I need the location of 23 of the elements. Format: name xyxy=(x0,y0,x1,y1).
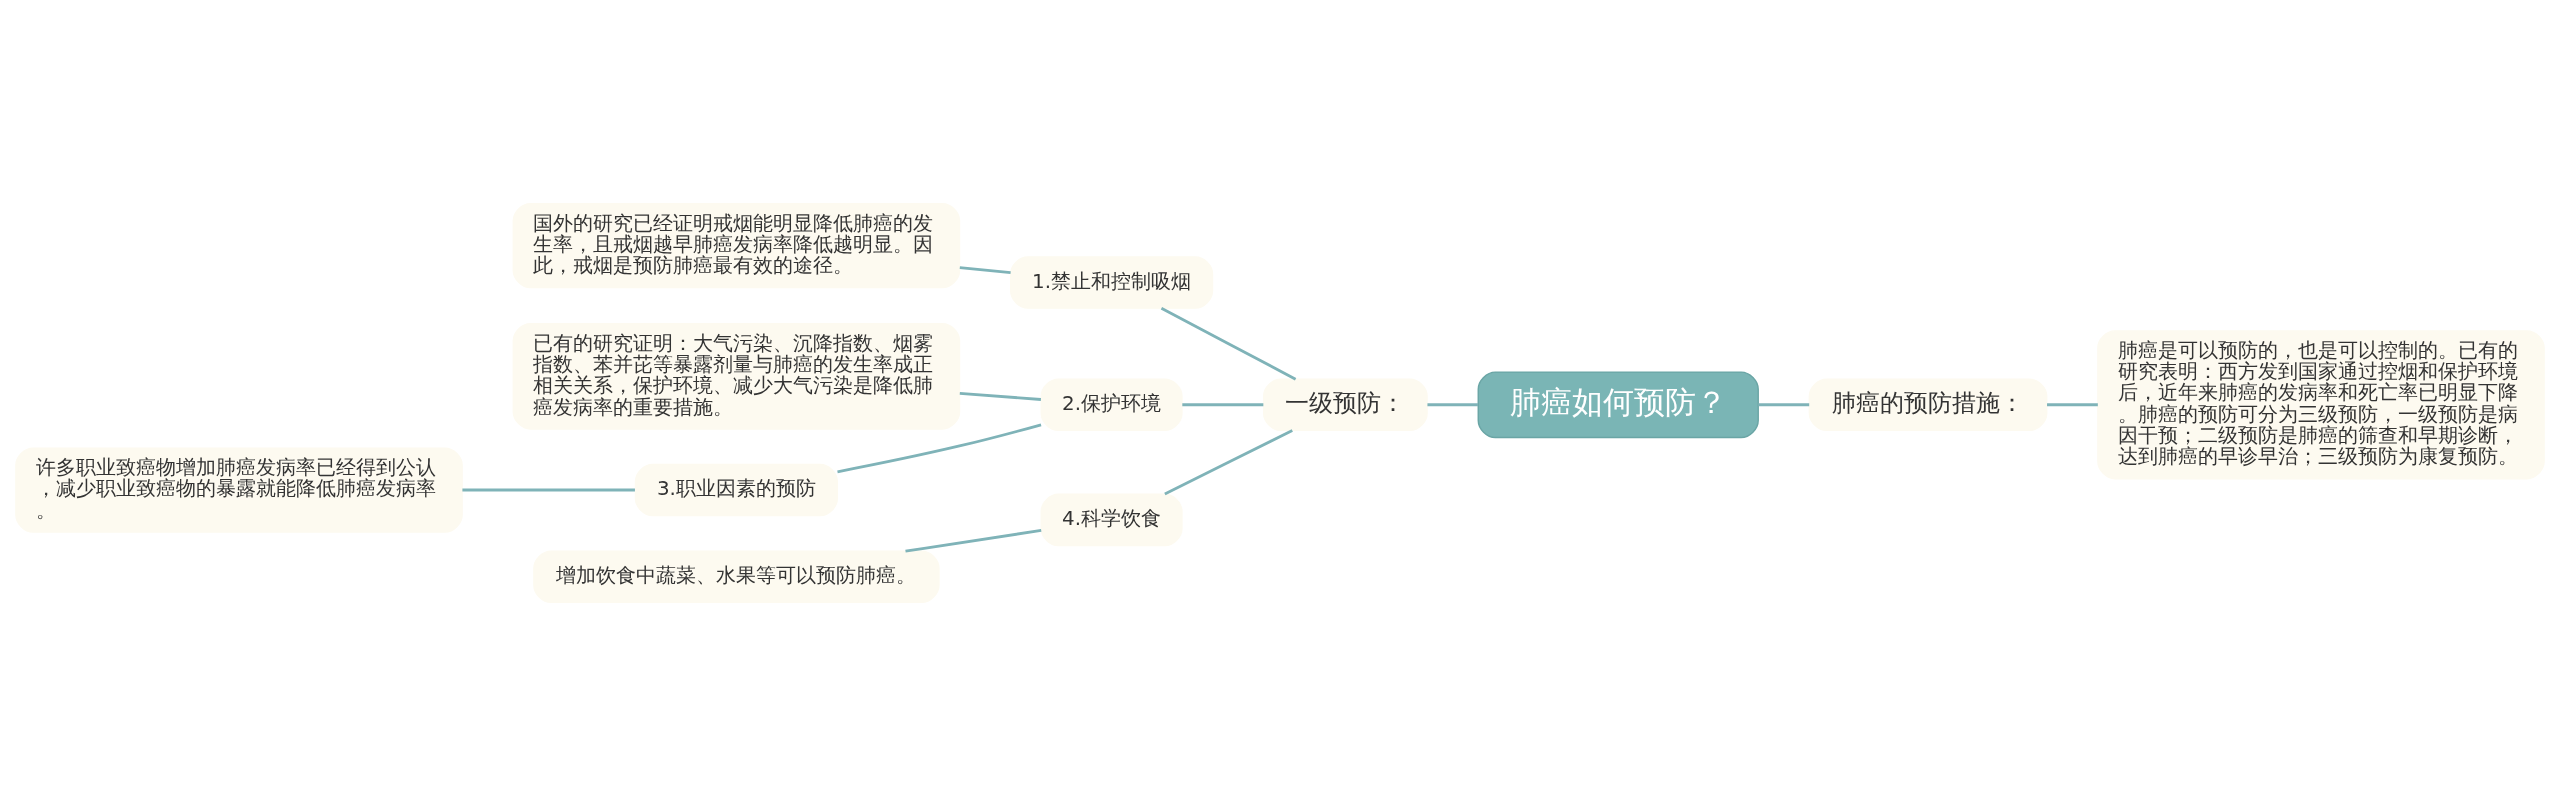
connector xyxy=(837,423,1042,474)
connector xyxy=(959,391,1041,401)
connector xyxy=(1427,403,1478,407)
connector xyxy=(2047,403,2098,407)
node-box: 3.职业因素的预防 xyxy=(634,463,838,517)
connector xyxy=(462,488,635,492)
node-box: 增加饮食中蔬菜、水果等可以预防肺癌。 xyxy=(533,550,940,604)
node-box: 2.保护环境 xyxy=(1040,378,1183,432)
node-box: 4.科学饮食 xyxy=(1040,493,1183,547)
node-box: 肺癌的预防措施： xyxy=(1808,378,2048,432)
connector xyxy=(1160,306,1297,381)
node-box: 国外的研究已经证明戒烟能明显降低肺癌的发生率，且戒烟越早肺癌发病率降低越明显。因此，戒烟是预防肺癌最有效的途径。 xyxy=(512,202,961,289)
connector xyxy=(959,266,1011,275)
connector xyxy=(905,529,1042,553)
node-box: 已有的研究证明：大气污染、沉降指数、烟雾指数、苯并芘等暴露剂量与肺癌的发生率成正相关关系，保护环境、减少大气污染是降低肺癌发病率的重要措施。 xyxy=(512,323,961,430)
connector xyxy=(1164,429,1293,496)
node-box: 肺癌如何预防？ xyxy=(1477,371,1759,439)
node-box: 许多职业致癌物增加肺癌发病率已经得到公认，减少职业致癌物的暴露就能降低肺癌发病率。 xyxy=(15,447,463,533)
node-box: 肺癌是可以预防的，也是可以控制的。已有的研究表明：西方发到国家通过控烟和保护环境后，近年来肺癌的发病率和死亡率已明显下降。肺癌的预防可分为三级预防，一级预防是病因干预；二级预防是肺癌的筛查和早期诊断，达到肺癌的早诊早治；三级预防为康复预防。 xyxy=(2097,330,2545,480)
node-box: 1.禁止和控制吸烟 xyxy=(1010,256,1214,309)
connector xyxy=(1758,403,1810,407)
connector xyxy=(1182,403,1264,407)
node-box: 一级预防： xyxy=(1262,378,1428,432)
